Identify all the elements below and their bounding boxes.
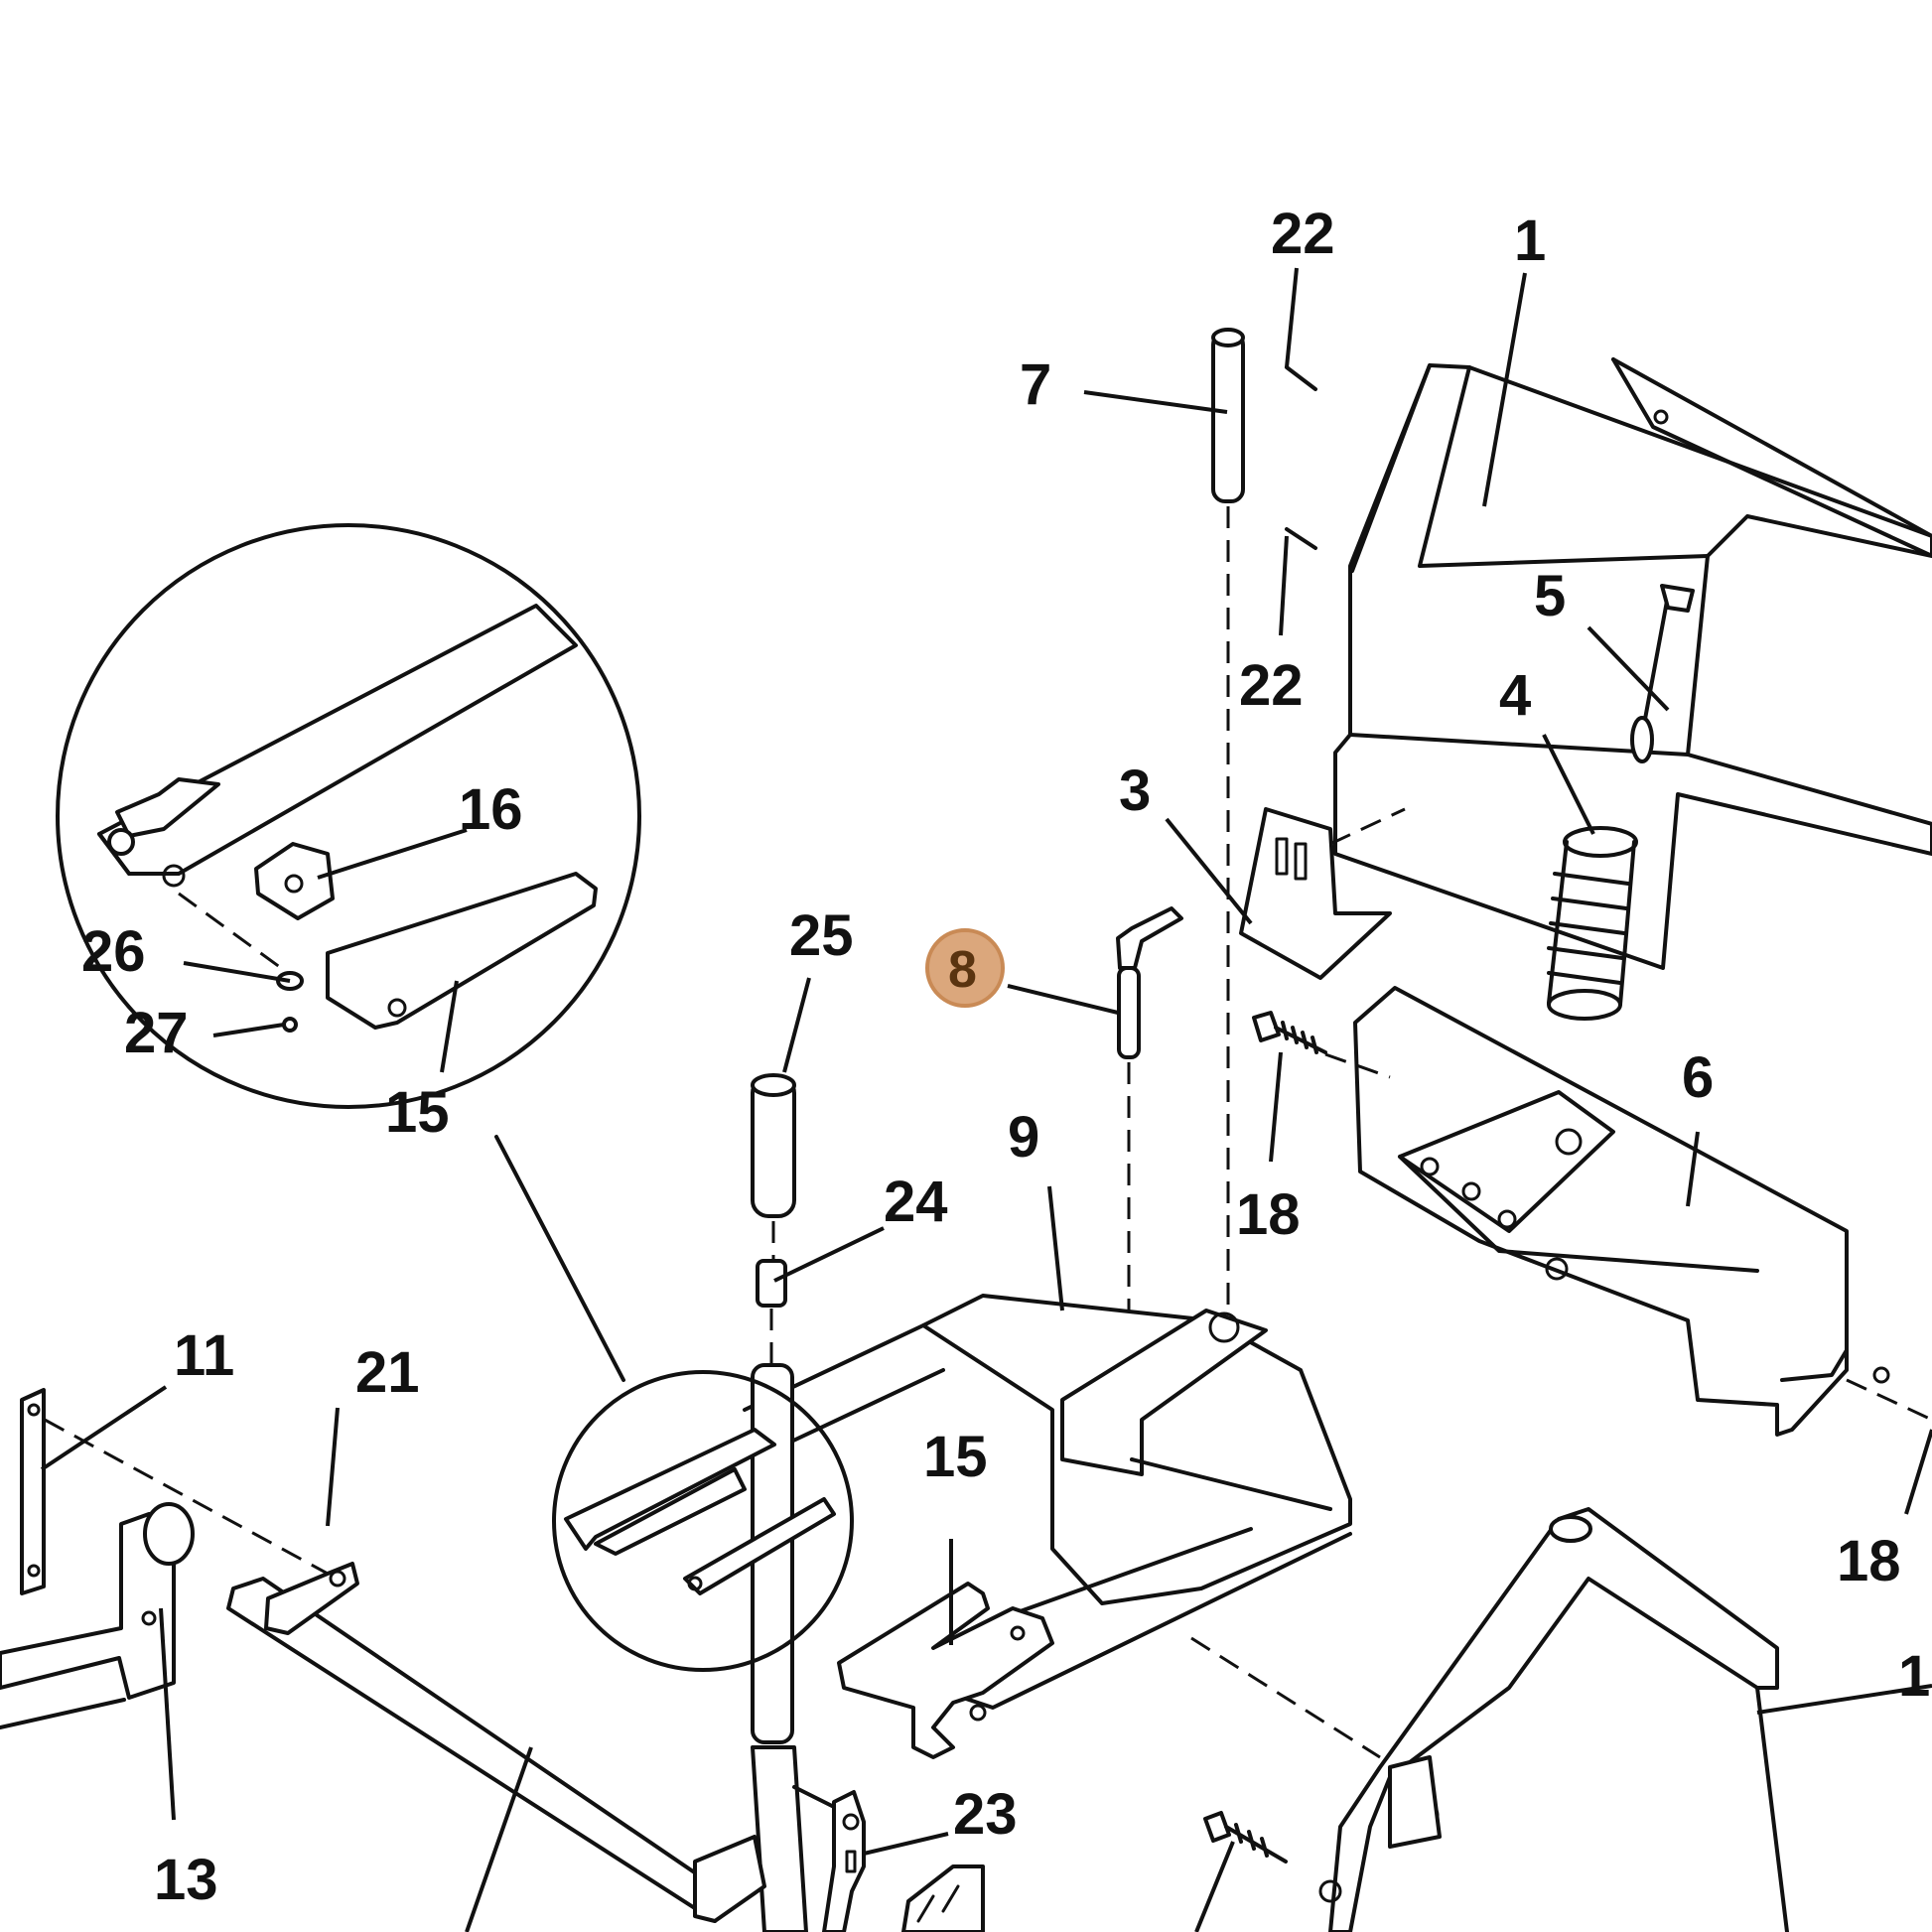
bolt-18 (1252, 1011, 1391, 1079)
callout-26: 26 (81, 919, 146, 984)
callout-18-a: 18 (1236, 1182, 1301, 1247)
callout-6: 6 (1682, 1045, 1714, 1110)
callout-11: 11 (174, 1323, 234, 1388)
lever-tube (751, 1309, 808, 1932)
pin-8 (1116, 906, 1183, 1380)
callout-15-detail: 15 (385, 1080, 450, 1145)
bushing-24 (756, 1259, 787, 1308)
eyebolt-5 (1630, 584, 1695, 763)
callout-16: 16 (459, 777, 523, 842)
frame-9 (743, 1294, 1352, 1710)
bracket-23 (792, 1785, 866, 1932)
callout-21: 21 (355, 1340, 420, 1405)
bracket-3 (1239, 807, 1406, 980)
callout-1-edge: 1 (1898, 1644, 1930, 1709)
lower-bolt (1203, 1811, 1288, 1863)
callout-27: 27 (124, 1001, 189, 1065)
link-11 (20, 1388, 329, 1595)
highlight-marker (925, 928, 1005, 1008)
detail-view-small (552, 1370, 854, 1672)
callout-3: 3 (1119, 759, 1151, 823)
shaft-21 (226, 1562, 766, 1923)
callout-24: 24 (884, 1170, 948, 1234)
leader-lines (40, 267, 1932, 1932)
plate-6 (1353, 986, 1932, 1437)
callout-7: 7 (1020, 352, 1051, 417)
callout-22-mid: 22 (1239, 653, 1304, 718)
callout-9: 9 (1008, 1105, 1039, 1170)
spring-4 (1547, 826, 1638, 1021)
callout-25: 25 (789, 903, 854, 968)
arm-15 (837, 1582, 1381, 1759)
right-lower-frame (1318, 1507, 1789, 1932)
callout-4: 4 (1499, 663, 1531, 728)
clip-22-top (1285, 365, 1317, 550)
callout-23: 23 (953, 1782, 1018, 1847)
detail-view-large (56, 523, 641, 1382)
callout-13: 13 (154, 1848, 218, 1912)
callout-8: 8 (948, 941, 977, 999)
pin-7 (1211, 328, 1245, 1320)
callout-5: 5 (1534, 564, 1566, 628)
bottom-bracket (901, 1864, 985, 1932)
blade-moldboard (1333, 357, 1932, 970)
callout-1: 1 (1514, 208, 1546, 273)
handle-grip-25 (751, 1073, 796, 1281)
callout-22-top: 22 (1271, 202, 1335, 266)
callout-15: 15 (923, 1425, 988, 1489)
callout-18-b: 18 (1837, 1529, 1901, 1593)
arm-13 (0, 1502, 195, 1729)
